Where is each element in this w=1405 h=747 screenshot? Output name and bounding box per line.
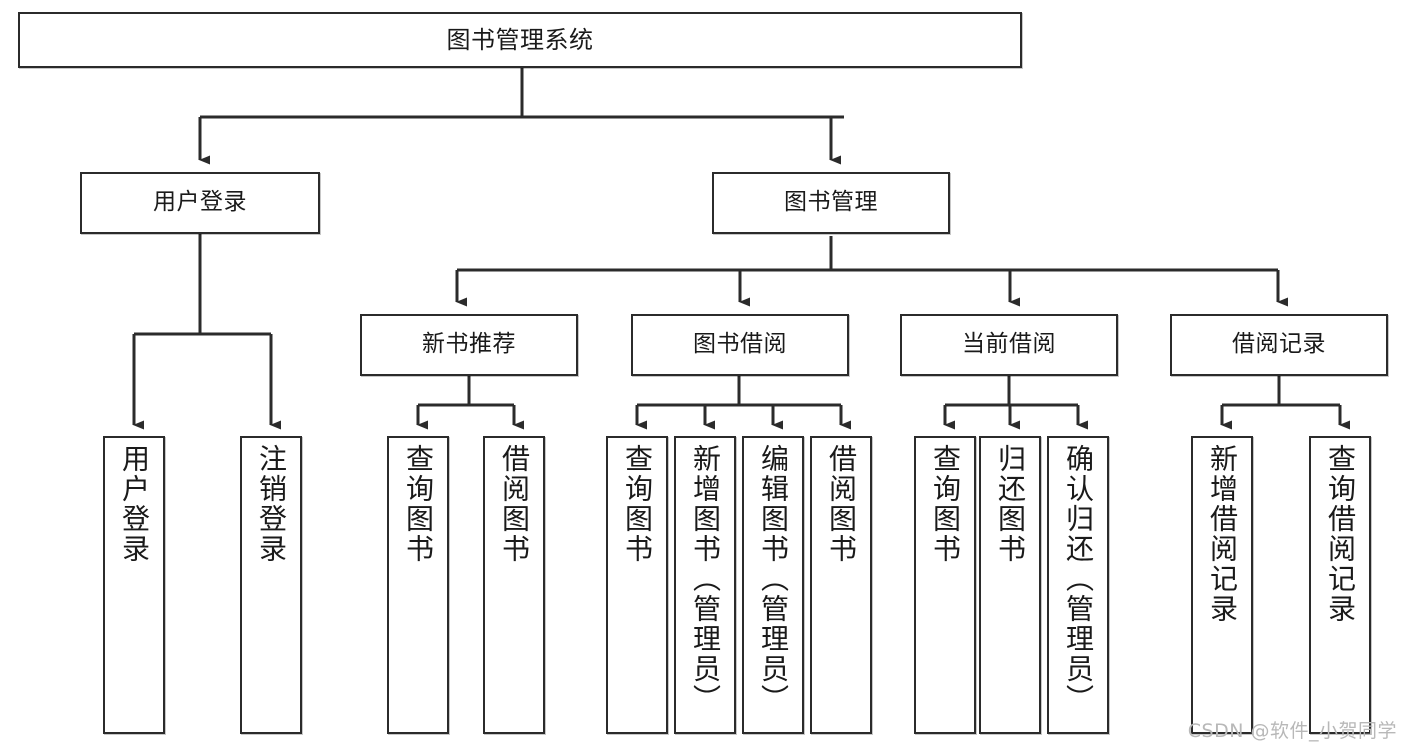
node-current-borrow[interactable]: 当前借阅 [900,314,1118,376]
node-label: 查询图书 [402,444,435,564]
node-label: 借阅记录 [1232,331,1326,358]
node-label: 注销登录 [255,444,288,564]
leaf-query-record[interactable]: 查询借阅记录 [1309,436,1371,734]
node-label: 借阅图书 [498,444,531,564]
leaf-return-book[interactable]: 归还图书 [979,436,1041,734]
leaf-edit-book[interactable]: 编辑图书（管理员） [742,436,804,734]
node-root-system[interactable]: 图书管理系统 [18,12,1022,68]
leaf-logout[interactable]: 注销登录 [240,436,302,734]
leaf-borrow-book-1[interactable]: 借阅图书 [483,436,545,734]
leaf-query-book-1[interactable]: 查询图书 [387,436,449,734]
node-label: 查询图书 [929,444,962,564]
leaf-user-login[interactable]: 用户登录 [103,436,165,734]
node-label: 图书借阅 [693,331,787,358]
node-label: 查询借阅记录 [1324,444,1357,624]
leaf-add-book[interactable]: 新增图书（管理员） [674,436,736,734]
node-label: 新书推荐 [422,331,516,358]
node-book-borrow[interactable]: 图书借阅 [631,314,849,376]
node-label: 图书管理 [784,189,878,216]
node-label: 当前借阅 [962,331,1056,358]
node-label: 用户登录 [153,189,247,216]
watermark: CSDN @软件_小贺同学 [1187,720,1397,742]
node-borrow-record[interactable]: 借阅记录 [1170,314,1388,376]
node-label: 借阅图书 [825,444,858,564]
leaf-borrow-book-2[interactable]: 借阅图书 [810,436,872,734]
leaf-confirm-return[interactable]: 确认归还（管理员） [1047,436,1109,734]
node-label: 新增图书（管理员） [689,444,722,714]
node-book-manage[interactable]: 图书管理 [712,172,950,234]
node-label: 查询图书 [621,444,654,564]
leaf-query-book-3[interactable]: 查询图书 [914,436,976,734]
node-new-book-recommend[interactable]: 新书推荐 [360,314,578,376]
node-label: 编辑图书（管理员） [757,444,790,714]
node-user-login[interactable]: 用户登录 [80,172,320,234]
node-label: 归还图书 [994,444,1027,564]
node-label: 用户登录 [118,444,151,564]
leaf-query-book-2[interactable]: 查询图书 [606,436,668,734]
node-label: 确认归还（管理员） [1062,444,1095,714]
node-label: 图书管理系统 [446,25,594,54]
node-label: 新增借阅记录 [1206,444,1239,624]
leaf-add-record[interactable]: 新增借阅记录 [1191,436,1253,734]
